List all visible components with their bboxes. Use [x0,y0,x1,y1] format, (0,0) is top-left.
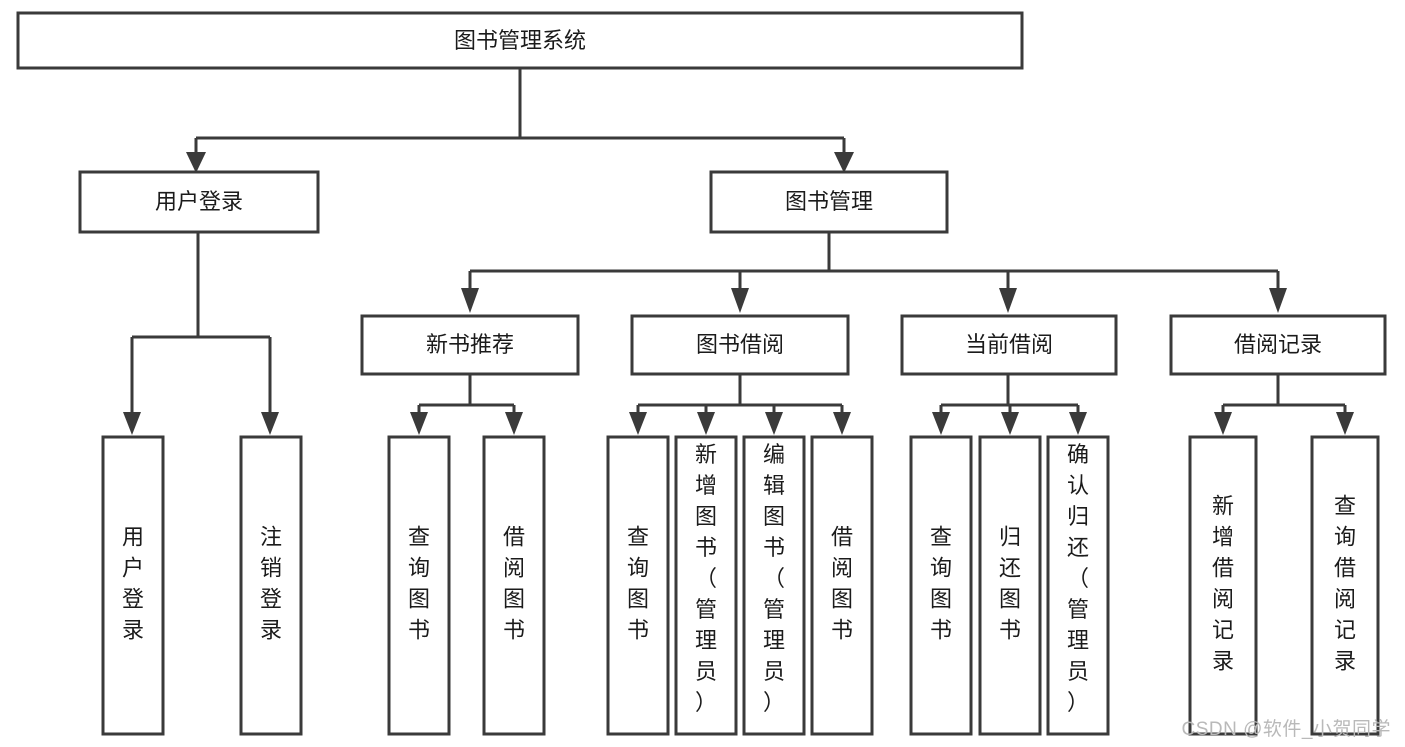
connector-book-borrow-to-leaves [629,374,851,435]
connector-user-login-to-leaves [123,232,279,435]
node-leaf-query-book-2[interactable]: 查询图书 [606,435,670,736]
node-leaf-query-book-2-label: 查询图书 [627,525,649,643]
node-leaf-logout[interactable]: 注销登录 [239,435,303,736]
node-leaf-logout-label: 注销登录 [260,525,282,643]
node-new-book-recommend-label: 新书推荐 [426,332,514,357]
connector-borrow-records-to-leaves [1214,374,1354,435]
node-leaf-query-book-3-label: 查询图书 [930,525,952,643]
node-leaf-borrow-book-2-label: 借阅图书 [831,525,853,643]
node-leaf-borrow-book-2[interactable]: 借阅图书 [810,435,874,736]
node-user-login-label: 用户登录 [155,189,243,214]
node-leaf-return-book[interactable]: 归还图书 [978,435,1042,736]
node-root[interactable]: 图书管理系统 [16,11,1024,70]
node-leaf-confirm-return[interactable]: 确认归还（管理员） [1046,435,1110,736]
node-book-borrow-label: 图书借阅 [696,332,784,357]
node-leaf-user-login-label: 用户登录 [122,525,144,643]
node-borrow-records[interactable]: 借阅记录 [1169,314,1387,376]
node-book-management[interactable]: 图书管理 [709,170,949,234]
node-new-book-recommend[interactable]: 新书推荐 [360,314,580,376]
node-leaf-confirm-return-label: 确认归还（管理员） [1067,442,1089,715]
node-leaf-add-book-label: 新增图书（管理员） [695,442,717,715]
node-leaf-add-book[interactable]: 新增图书（管理员） [674,435,738,736]
node-leaf-query-book-1-label: 查询图书 [408,525,430,643]
node-book-management-label: 图书管理 [785,189,873,214]
node-current-borrow-label: 当前借阅 [965,332,1053,357]
node-book-borrow[interactable]: 图书借阅 [630,314,850,376]
node-leaf-query-book-1[interactable]: 查询图书 [387,435,451,736]
node-borrow-records-label: 借阅记录 [1234,332,1322,357]
node-leaf-add-record[interactable]: 新增借阅记录 [1188,435,1258,736]
node-leaf-query-record[interactable]: 查询借阅记录 [1310,435,1380,736]
connector-book-management-to-level2 [461,232,1287,313]
node-leaf-edit-book[interactable]: 编辑图书（管理员） [742,435,806,736]
node-root-label: 图书管理系统 [454,28,586,53]
connector-current-borrow-to-leaves [932,374,1087,435]
node-leaf-edit-book-label: 编辑图书（管理员） [763,442,785,715]
connector-new-book-recommend-to-leaves [410,374,523,435]
node-leaf-query-book-3[interactable]: 查询图书 [909,435,973,736]
watermark: CSDN @软件_小贺同学 [1181,719,1391,740]
node-leaf-borrow-book-1-label: 借阅图书 [503,525,525,643]
node-leaf-borrow-book-1[interactable]: 借阅图书 [482,435,546,736]
node-leaf-query-record-label: 查询借阅记录 [1334,494,1356,674]
node-leaf-add-record-label: 新增借阅记录 [1212,494,1234,674]
node-current-borrow[interactable]: 当前借阅 [900,314,1118,376]
node-leaf-return-book-label: 归还图书 [999,525,1021,643]
connector-root-to-level1 [186,68,854,173]
node-user-login[interactable]: 用户登录 [78,170,320,234]
node-leaf-user-login[interactable]: 用户登录 [101,435,165,736]
